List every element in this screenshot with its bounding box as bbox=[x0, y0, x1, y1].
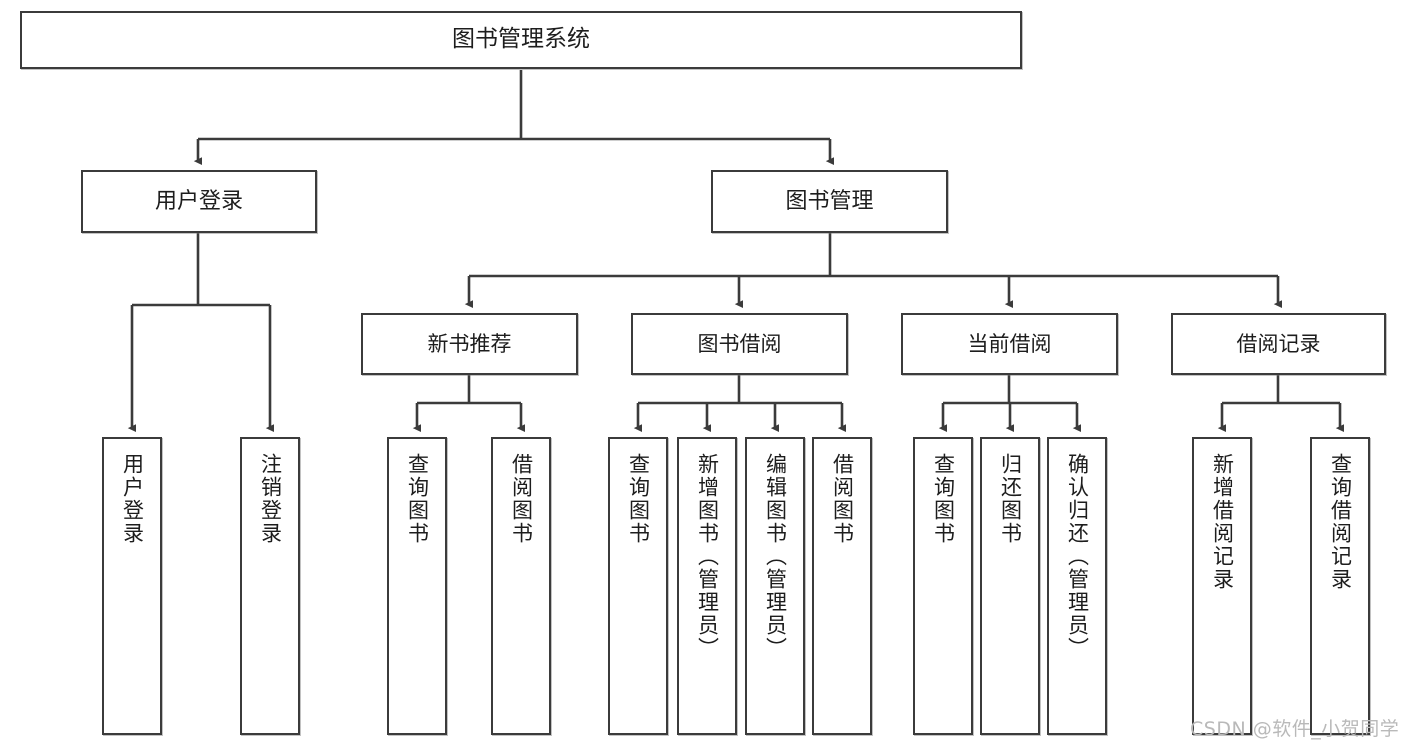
leaf-borrow-book-bb[interactable]: 借阅图书 bbox=[812, 437, 872, 735]
node-current-borrow[interactable]: 当前借阅 bbox=[901, 313, 1118, 375]
leaf-edit-book-label: 编辑图书（管理员） bbox=[763, 453, 788, 660]
node-root[interactable]: 图书管理系统 bbox=[20, 11, 1022, 69]
node-user-login-label: 用户登录 bbox=[154, 188, 243, 214]
node-new-book-rec[interactable]: 新书推荐 bbox=[361, 313, 578, 375]
leaf-query-book-bb-label: 查询图书 bbox=[626, 453, 651, 545]
node-root-label: 图书管理系统 bbox=[452, 26, 590, 53]
node-borrow-record[interactable]: 借阅记录 bbox=[1171, 313, 1386, 375]
leaf-add-record[interactable]: 新增借阅记录 bbox=[1192, 437, 1252, 735]
node-user-login[interactable]: 用户登录 bbox=[81, 170, 317, 233]
node-book-manage[interactable]: 图书管理 bbox=[711, 170, 948, 233]
leaf-confirm-return[interactable]: 确认归还（管理员） bbox=[1047, 437, 1107, 735]
leaf-add-book-label: 新增图书（管理员） bbox=[695, 453, 720, 660]
leaf-query-book-bb[interactable]: 查询图书 bbox=[608, 437, 668, 735]
leaf-query-book-rec[interactable]: 查询图书 bbox=[387, 437, 447, 735]
node-book-borrow[interactable]: 图书借阅 bbox=[631, 313, 848, 375]
node-current-borrow-label: 当前借阅 bbox=[967, 331, 1052, 356]
leaf-confirm-return-label: 确认归还（管理员） bbox=[1065, 453, 1090, 660]
leaf-logout-label: 注销登录 bbox=[258, 453, 283, 545]
leaf-query-book-cb-label: 查询图书 bbox=[931, 453, 956, 545]
leaf-return-book-label: 归还图书 bbox=[998, 453, 1023, 545]
leaf-edit-book[interactable]: 编辑图书（管理员） bbox=[745, 437, 805, 735]
leaf-query-book-rec-label: 查询图书 bbox=[405, 453, 430, 545]
leaf-borrow-book-rec-label: 借阅图书 bbox=[509, 453, 534, 545]
leaf-user-login[interactable]: 用户登录 bbox=[102, 437, 162, 735]
leaf-add-book[interactable]: 新增图书（管理员） bbox=[677, 437, 737, 735]
watermark: CSDN @软件_小贺同学 bbox=[1190, 718, 1400, 740]
node-book-borrow-label: 图书借阅 bbox=[697, 331, 782, 356]
node-new-book-rec-label: 新书推荐 bbox=[427, 331, 512, 356]
leaf-logout[interactable]: 注销登录 bbox=[240, 437, 300, 735]
leaf-borrow-book-rec[interactable]: 借阅图书 bbox=[491, 437, 551, 735]
leaf-borrow-book-bb-label: 借阅图书 bbox=[830, 453, 855, 545]
leaf-add-record-label: 新增借阅记录 bbox=[1210, 453, 1235, 591]
leaf-user-login-label: 用户登录 bbox=[120, 453, 145, 545]
leaf-query-book-cb[interactable]: 查询图书 bbox=[913, 437, 973, 735]
node-borrow-record-label: 借阅记录 bbox=[1236, 331, 1321, 356]
leaf-return-book[interactable]: 归还图书 bbox=[980, 437, 1040, 735]
leaf-query-record-label: 查询借阅记录 bbox=[1328, 453, 1353, 591]
leaf-query-record[interactable]: 查询借阅记录 bbox=[1310, 437, 1370, 735]
node-book-manage-label: 图书管理 bbox=[785, 188, 874, 214]
